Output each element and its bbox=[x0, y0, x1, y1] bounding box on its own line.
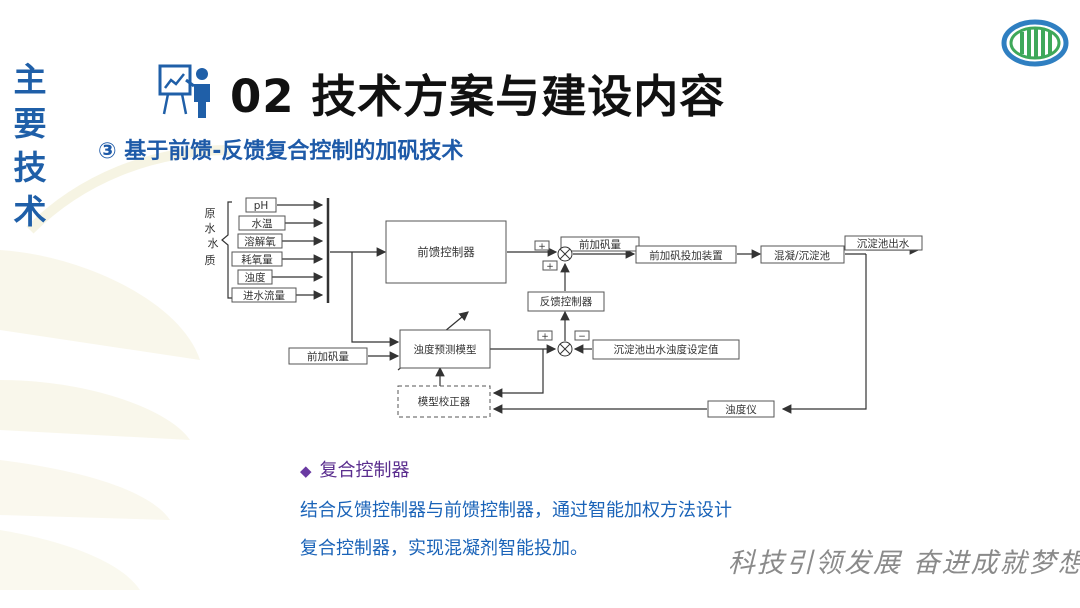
plus-sign: + bbox=[546, 262, 554, 272]
pre-alum-dose-label: 前加矾量 bbox=[579, 238, 621, 251]
minus-sign: − bbox=[578, 332, 586, 342]
side-title-char: 技 bbox=[13, 148, 47, 187]
pre-alum-left-box bbox=[288, 347, 368, 365]
input-box-do bbox=[237, 233, 283, 249]
feedback-controller-box bbox=[527, 291, 605, 312]
input-box-ph bbox=[245, 197, 277, 213]
input-box-turbidity bbox=[237, 269, 273, 285]
background-wave-decoration bbox=[0, 145, 231, 590]
pre-alum-dose-box bbox=[560, 236, 640, 252]
input-box-cod bbox=[231, 251, 283, 267]
raw-water-label: 水 bbox=[208, 237, 219, 250]
model-corrector-label: 模型校正器 bbox=[418, 395, 471, 408]
model-corrector-box bbox=[397, 385, 491, 418]
input-bracket bbox=[221, 201, 232, 299]
bullet-heading-text: 复合控制器 bbox=[319, 460, 410, 481]
feedforward-controller-box bbox=[385, 220, 507, 284]
minus-sign-box bbox=[574, 330, 590, 341]
pre-alum-device-box bbox=[635, 245, 737, 264]
input-box-flow bbox=[231, 287, 297, 303]
turbidity-model-label: 浊度预测模型 bbox=[414, 343, 477, 356]
section-subtitle: ③ 基于前馈-反馈复合控制的加矾技术 bbox=[98, 139, 464, 164]
raw-water-label: 质 bbox=[205, 254, 216, 267]
settle-outlet-box bbox=[844, 235, 923, 251]
turbidimeter-box bbox=[707, 400, 775, 418]
side-title-char: 主 bbox=[13, 60, 47, 99]
bullet-body-line: 结合反馈控制器与前馈控制器，通过智能加权方法设计 bbox=[300, 500, 732, 521]
diamond-bullet-icon: ◆ bbox=[300, 462, 312, 480]
bullet-body: 结合反馈控制器与前馈控制器，通过智能加权方法设计 复合控制器，实现混凝剂智能投加… bbox=[300, 492, 820, 568]
input-box-temp bbox=[238, 215, 286, 231]
control-flow-diagram: 原 水 水 质 pH 水温 溶解氧 耗氧量 浊度 进水流量 前馈控制器 前加矾量… bbox=[205, 197, 923, 418]
input-label: 水温 bbox=[252, 218, 273, 230]
input-label: 溶解氧 bbox=[244, 235, 276, 248]
setpoint-box bbox=[592, 339, 740, 360]
coag-settle-label: 混凝/沉淀池 bbox=[774, 249, 831, 262]
plus-sign-box bbox=[542, 260, 558, 271]
raw-water-label: 原 bbox=[205, 207, 216, 220]
slogan-text: 科技引领发展 奋进成就梦想 bbox=[728, 548, 1080, 579]
setpoint-label: 沉淀池出水浊度设定值 bbox=[614, 343, 719, 356]
bullet-heading: ◆ 复合控制器 bbox=[300, 456, 410, 482]
feedforward-controller-label: 前馈控制器 bbox=[417, 245, 475, 259]
turbidity-model-box bbox=[399, 329, 491, 369]
presentation-icon bbox=[158, 64, 210, 118]
input-label: 耗氧量 bbox=[241, 253, 273, 266]
feedback-controller-label: 反馈控制器 bbox=[540, 295, 593, 308]
side-vertical-title: 主 要 技 术 bbox=[8, 58, 52, 234]
bullet-body-line: 复合控制器，实现混凝剂智能投加。 bbox=[300, 538, 588, 559]
plus-sign: + bbox=[541, 332, 549, 342]
settle-outlet-label: 沉淀池出水 bbox=[857, 237, 910, 250]
side-title-char: 要 bbox=[13, 104, 47, 143]
plus-sign-box bbox=[534, 240, 550, 251]
input-label: 浊度 bbox=[245, 271, 266, 284]
turbidimeter-label: 浊度仪 bbox=[725, 403, 757, 416]
coag-settle-box bbox=[760, 245, 845, 264]
page-title: 02 技术方案与建设内容 bbox=[230, 70, 726, 123]
raw-water-label: 水 bbox=[205, 222, 216, 235]
plus-sign-box bbox=[537, 330, 553, 341]
plus-sign: + bbox=[538, 242, 546, 252]
input-label: pH bbox=[254, 200, 269, 212]
input-label: 进水流量 bbox=[243, 289, 285, 302]
pre-alum-device-label: 前加矾投加装置 bbox=[649, 249, 723, 262]
pre-alum-left-label: 前加矾量 bbox=[307, 350, 349, 363]
company-logo-icon bbox=[1001, 19, 1069, 67]
side-title-char: 术 bbox=[13, 192, 47, 231]
